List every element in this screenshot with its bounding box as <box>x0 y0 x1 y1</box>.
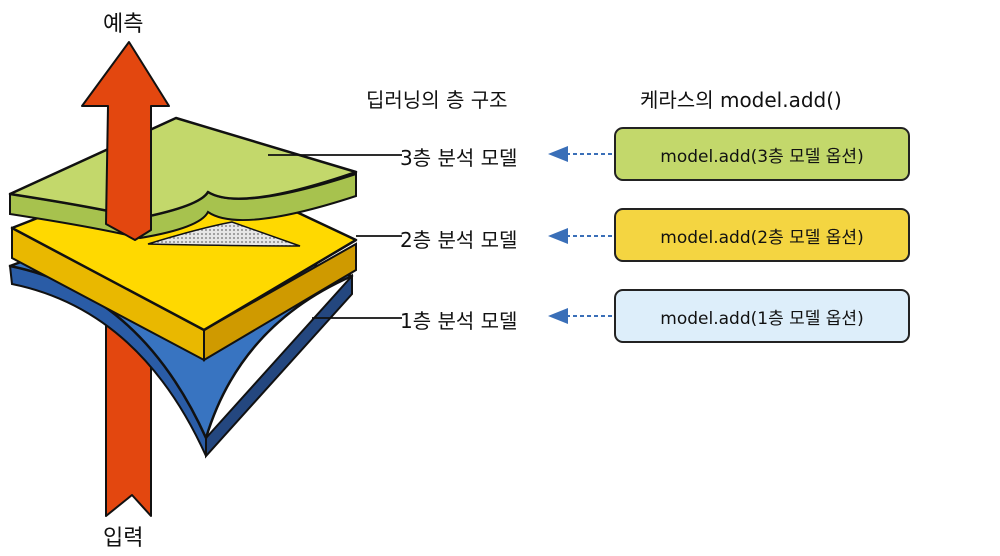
connector-3 <box>548 146 614 162</box>
layer-1-label: 1층 분석 모델 <box>400 309 518 333</box>
layer-3-label: 3층 분석 모델 <box>400 146 518 170</box>
connector-2 <box>548 228 614 244</box>
model-add-box-1: model.add(1층 모델 옵션) <box>614 289 910 343</box>
model-add-box-3: model.add(3층 모델 옵션) <box>614 127 910 181</box>
output-arrowhead <box>81 41 170 241</box>
input-label: 입력 <box>103 526 144 551</box>
structure-heading: 딥러닝의 층 구조 <box>366 88 508 112</box>
connector-1 <box>548 308 614 324</box>
output-label: 예측 <box>103 12 144 37</box>
model-add-box-2: model.add(2층 모델 옵션) <box>614 208 910 262</box>
keras-heading: 케라스의 model.add() <box>640 88 842 112</box>
layer-2-label: 2층 분석 모델 <box>400 228 518 252</box>
